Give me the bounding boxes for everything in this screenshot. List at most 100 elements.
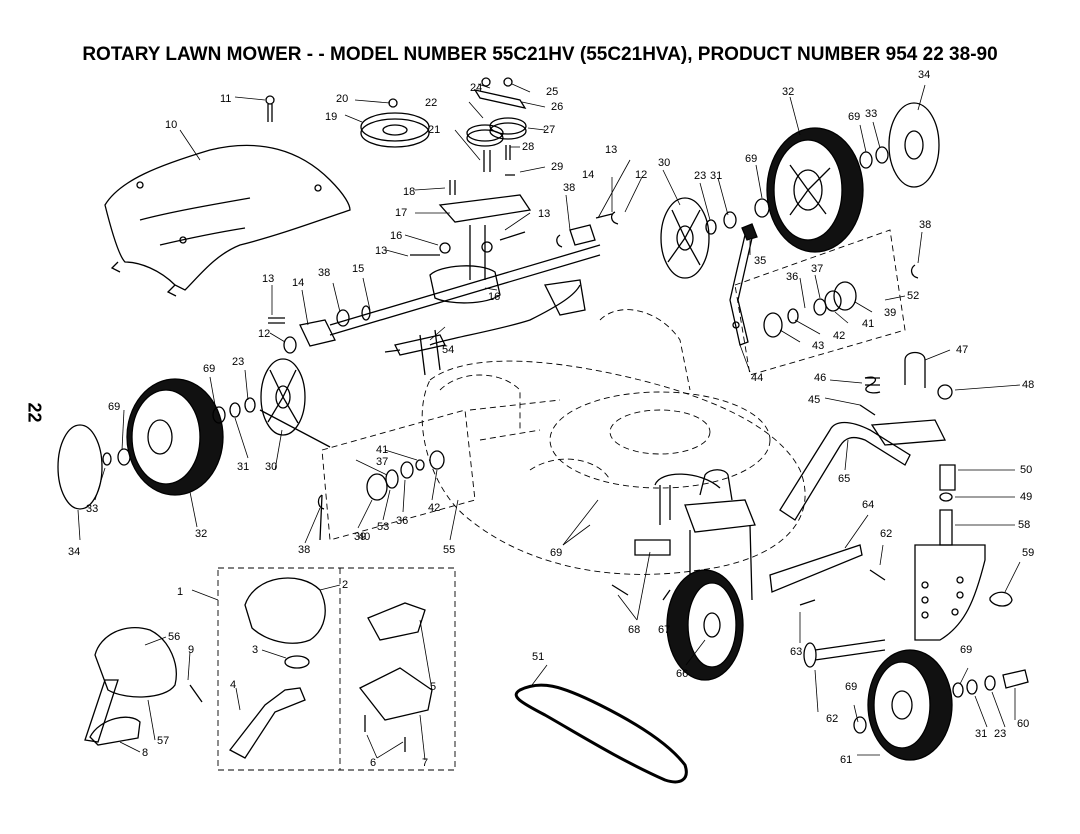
- callout-label: 6: [370, 757, 376, 769]
- callout-label: 49: [1020, 491, 1032, 503]
- callout-label: 67: [658, 624, 670, 636]
- callout-label: 69: [848, 111, 860, 123]
- callout-label: 36: [786, 271, 798, 283]
- callout-label: 34: [68, 546, 80, 558]
- drive-belt: [514, 683, 688, 784]
- callout-label: 48: [1022, 379, 1034, 391]
- callout-label: 39: [354, 531, 366, 543]
- rear-axle-bracket: [384, 279, 586, 376]
- callout-label: 26: [551, 101, 563, 113]
- callout-label: 31: [237, 461, 249, 473]
- small-hardware: [859, 376, 881, 416]
- callout-label: 15: [352, 263, 364, 275]
- callout-label: 44: [751, 372, 763, 384]
- wheel-left-rear: [57, 358, 306, 510]
- callout-label: 35: [754, 255, 766, 267]
- leader-lines: [77, 83, 1021, 761]
- callout-label: 31: [710, 170, 722, 182]
- callout-label: 43: [812, 340, 824, 352]
- callout-label: 28: [522, 141, 534, 153]
- callout-label: 62: [880, 528, 892, 540]
- callout-label: 24: [470, 82, 482, 94]
- callout-label: 40: [358, 531, 370, 543]
- callout-label: 69: [745, 153, 757, 165]
- callout-label: 32: [782, 86, 794, 98]
- parts-inset-box: [217, 567, 456, 771]
- callout-label: 45: [808, 394, 820, 406]
- callout-label: 62: [826, 713, 838, 725]
- callout-label: 61: [840, 754, 852, 766]
- transmission: [329, 174, 601, 336]
- front-caster: [611, 469, 756, 681]
- callout-label: 29: [551, 161, 563, 173]
- callout-label: 12: [635, 169, 647, 181]
- callout-label: 4: [230, 679, 236, 691]
- callout-label: 10: [165, 119, 177, 131]
- callout-label: 41: [862, 318, 874, 330]
- callout-label: 50: [1020, 464, 1032, 476]
- gear-kit-right: [734, 229, 919, 376]
- hub-cap-30-right: [660, 197, 710, 279]
- callout-label: 69: [108, 401, 120, 413]
- callout-labels: 1 2 3 4 5 6 7 8 9 10 11 12 12 13 13 13 1…: [68, 69, 1034, 769]
- callout-label: 27: [543, 124, 555, 136]
- callout-label: 2: [342, 579, 348, 591]
- callout-label: 68: [628, 624, 640, 636]
- gear-kit-left: [259, 409, 476, 541]
- height-lever: [729, 223, 758, 346]
- callout-label: 57: [157, 735, 169, 747]
- callout-label: 22: [425, 97, 437, 109]
- callout-label: 11: [220, 93, 231, 105]
- diagram-title: ROTARY LAWN MOWER - - MODEL NUMBER 55C21…: [82, 44, 998, 65]
- callout-label: 23: [694, 170, 706, 182]
- callout-label: 5: [430, 681, 436, 693]
- left-axle-parts: [268, 211, 619, 354]
- wheel-upper-right: [705, 102, 940, 253]
- callout-label: 38: [563, 182, 575, 194]
- callout-label: 3: [252, 644, 258, 656]
- callout-label: 14: [582, 169, 594, 181]
- callout-label: 47: [956, 344, 968, 356]
- callout-label: 17: [395, 207, 407, 219]
- callout-label: 37: [376, 456, 388, 468]
- callout-label: 14: [292, 277, 304, 289]
- callout-label: 55: [443, 544, 455, 556]
- callout-label: 8: [142, 747, 148, 759]
- callout-label: 39: [884, 307, 896, 319]
- callout-label: 30: [658, 157, 670, 169]
- callout-label: 42: [833, 330, 845, 342]
- callout-label: 38: [298, 544, 310, 556]
- callout-label: 52: [907, 290, 919, 302]
- callout-label: 21: [428, 124, 440, 136]
- callout-label: 33: [86, 503, 98, 515]
- callout-label: 33: [865, 108, 877, 120]
- callout-label: 38: [919, 219, 931, 231]
- callout-label: 60: [1017, 718, 1029, 730]
- callout-label: 51: [532, 651, 544, 663]
- callout-label: 38: [318, 267, 330, 279]
- front-height-bracket: [914, 464, 1013, 641]
- pulleys: [265, 77, 527, 172]
- callout-label: 13: [605, 144, 617, 156]
- handle-parts: [84, 626, 203, 746]
- callout-label: 37: [811, 263, 823, 275]
- callout-label: 56: [168, 631, 180, 643]
- callout-label: 66: [676, 668, 688, 680]
- callout-label: 34: [918, 69, 930, 81]
- wheel-front-right: [799, 569, 1029, 761]
- callout-label: 58: [1018, 519, 1030, 531]
- front-axle-bar: [769, 351, 953, 593]
- callout-label: 46: [814, 372, 826, 384]
- callout-label: 9: [188, 644, 194, 656]
- callout-label: 23: [232, 356, 244, 368]
- callout-label: 64: [862, 499, 874, 511]
- callout-label: 30: [265, 461, 277, 473]
- callout-label: 25: [546, 86, 558, 98]
- rear-shield: [104, 144, 351, 297]
- drawing: [57, 77, 1029, 784]
- callout-label: 42: [428, 502, 440, 514]
- callout-label: 20: [336, 93, 348, 105]
- callout-label: 63: [790, 646, 802, 658]
- callout-label: 16: [390, 230, 402, 242]
